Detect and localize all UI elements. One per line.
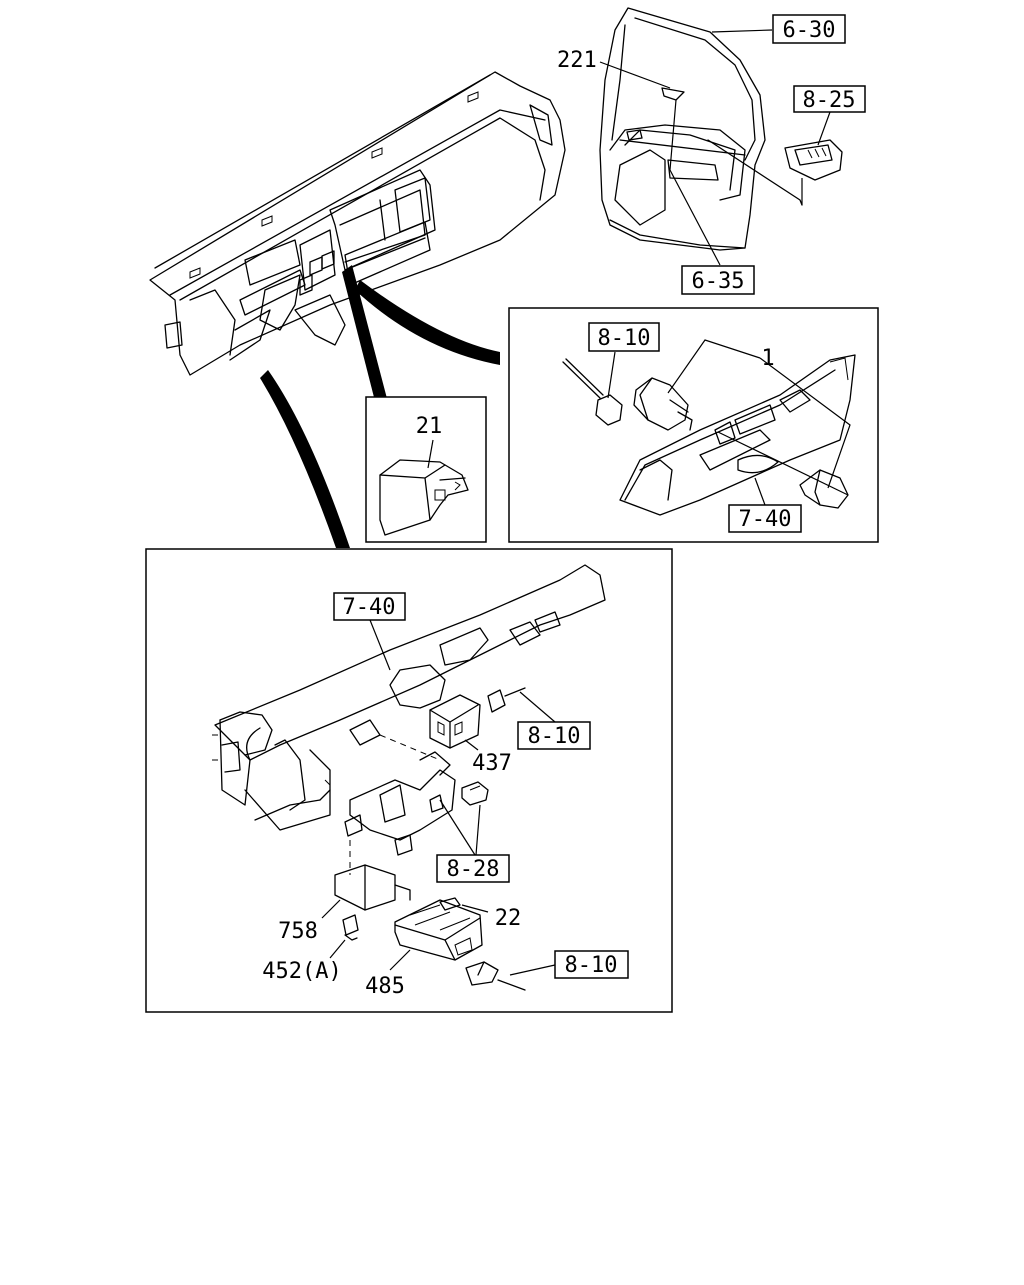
leader-line: [717, 431, 849, 496]
part-number-label: 437: [472, 751, 512, 776]
lower-panel-part: [619, 354, 856, 516]
cigarette-lighter-part: [633, 377, 693, 431]
leader-line: [817, 111, 831, 146]
lighter-element-part: [799, 469, 849, 509]
part-number-label: 221: [557, 48, 597, 73]
leader-line: [711, 29, 773, 33]
leader-line: [464, 739, 479, 751]
leader-line: [607, 351, 616, 399]
ref-label: 8-10: [598, 326, 651, 351]
bolt-part: [461, 781, 489, 806]
leader-line: [369, 619, 391, 671]
part-number-label: 21: [416, 414, 443, 439]
ref-box-8-10: [554, 950, 629, 979]
ref-label: 8-25: [803, 88, 856, 113]
part-number-label: 1: [761, 346, 774, 371]
callout-line: [355, 280, 500, 365]
leader-line: [439, 799, 476, 856]
leader-line: [321, 899, 341, 919]
leader-line: [329, 939, 346, 959]
connector-part: [562, 358, 623, 426]
connector-part: [487, 687, 526, 713]
leader-line: [667, 339, 761, 394]
leader-line: [669, 99, 721, 266]
ref-box-8-10: [517, 721, 591, 750]
leader-line: [427, 439, 434, 469]
fuse-part-22: [439, 897, 461, 911]
ref-box-8-25: [793, 85, 866, 113]
bracket-part-758: [334, 864, 411, 911]
leader-line: [754, 477, 766, 506]
leader-line: [519, 691, 556, 723]
ref-label: 7-40: [739, 507, 792, 532]
inset-box-switch: [365, 396, 487, 543]
door-assembly: [599, 7, 803, 251]
relay-part-437: [429, 694, 481, 749]
inset-box-panel: [508, 307, 879, 543]
callout-line: [342, 265, 390, 413]
part-number-label: 758: [278, 919, 318, 944]
ref-label: 6-35: [692, 269, 745, 294]
ref-box-7-40: [728, 504, 802, 533]
control-unit-part-485: [394, 899, 483, 961]
ref-label: 8-10: [528, 724, 581, 749]
ref-box-7-40: [333, 592, 406, 621]
ref-label: 8-10: [565, 953, 618, 978]
screw-part: [342, 914, 359, 941]
ref-label: 7-40: [343, 595, 396, 620]
instrument-reinforcement-part: [212, 564, 606, 831]
ref-box-6-35: [681, 265, 755, 295]
leader-line: [475, 804, 481, 856]
window-switch-part: [784, 139, 843, 205]
leader-line: [461, 904, 489, 913]
leader-line: [599, 61, 671, 89]
part-number-label: 452(A): [262, 959, 341, 984]
leader-line: [509, 964, 556, 976]
ref-label: 6-30: [783, 18, 836, 43]
bracket-part-8-28: [344, 751, 456, 856]
ref-label: 8-28: [447, 857, 500, 882]
leader-line: [389, 949, 411, 971]
ref-box-8-10: [588, 322, 660, 352]
ref-box-6-30: [772, 14, 846, 44]
switch-part: [379, 459, 469, 536]
callout-line: [260, 370, 350, 548]
connector-part: [465, 961, 526, 991]
part-number-label: 485: [365, 974, 405, 999]
leader-line: [759, 357, 851, 489]
inset-box-bracket: [145, 548, 673, 1013]
ref-box-8-28: [436, 854, 510, 883]
part-number-label: 22: [495, 906, 522, 931]
